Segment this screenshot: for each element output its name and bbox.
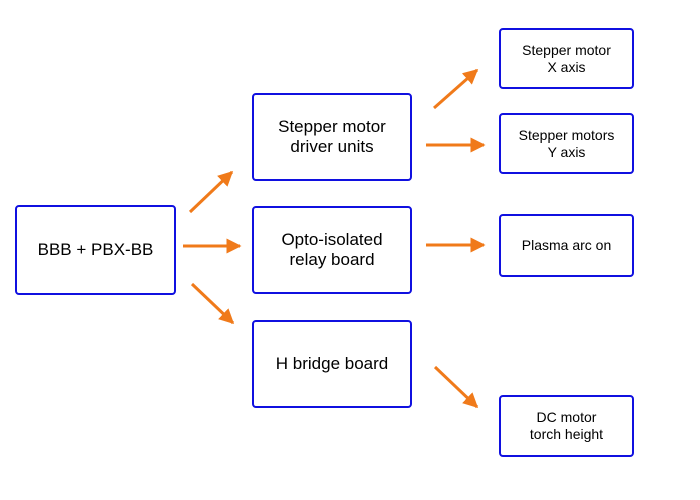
node-plasma-arc-on: Plasma arc on [499,214,634,277]
arrow-driver-to-stepper-x [433,68,479,110]
arrow-bbb-to-driver [188,170,234,214]
node-stepper-motors-y: Stepper motors Y axis [499,113,634,174]
arrow-hbridge-to-dc-motor [433,365,479,409]
node-bbb-pbx-bb: BBB + PBX-BB [15,205,176,295]
node-label: Plasma arc on [521,237,612,254]
node-label: DC motor torch height [529,409,604,442]
node-stepper-driver-units: Stepper motor driver units [252,93,412,181]
node-label: Opto-isolated relay board [281,229,383,269]
node-label: Stepper motor driver units [278,116,386,156]
arrow-bbb-to-hbridge [190,282,235,325]
node-label: Stepper motor X axis [522,41,611,75]
node-label: Stepper motors Y axis [518,126,615,160]
node-dc-motor-torch-height: DC motor torch height [499,395,634,457]
node-stepper-motor-x: Stepper motor X axis [499,28,634,89]
node-label: BBB + PBX-BB [37,239,154,259]
node-label: H bridge board [275,353,389,373]
node-h-bridge-board: H bridge board [252,320,412,408]
node-opto-relay-board: Opto-isolated relay board [252,206,412,294]
